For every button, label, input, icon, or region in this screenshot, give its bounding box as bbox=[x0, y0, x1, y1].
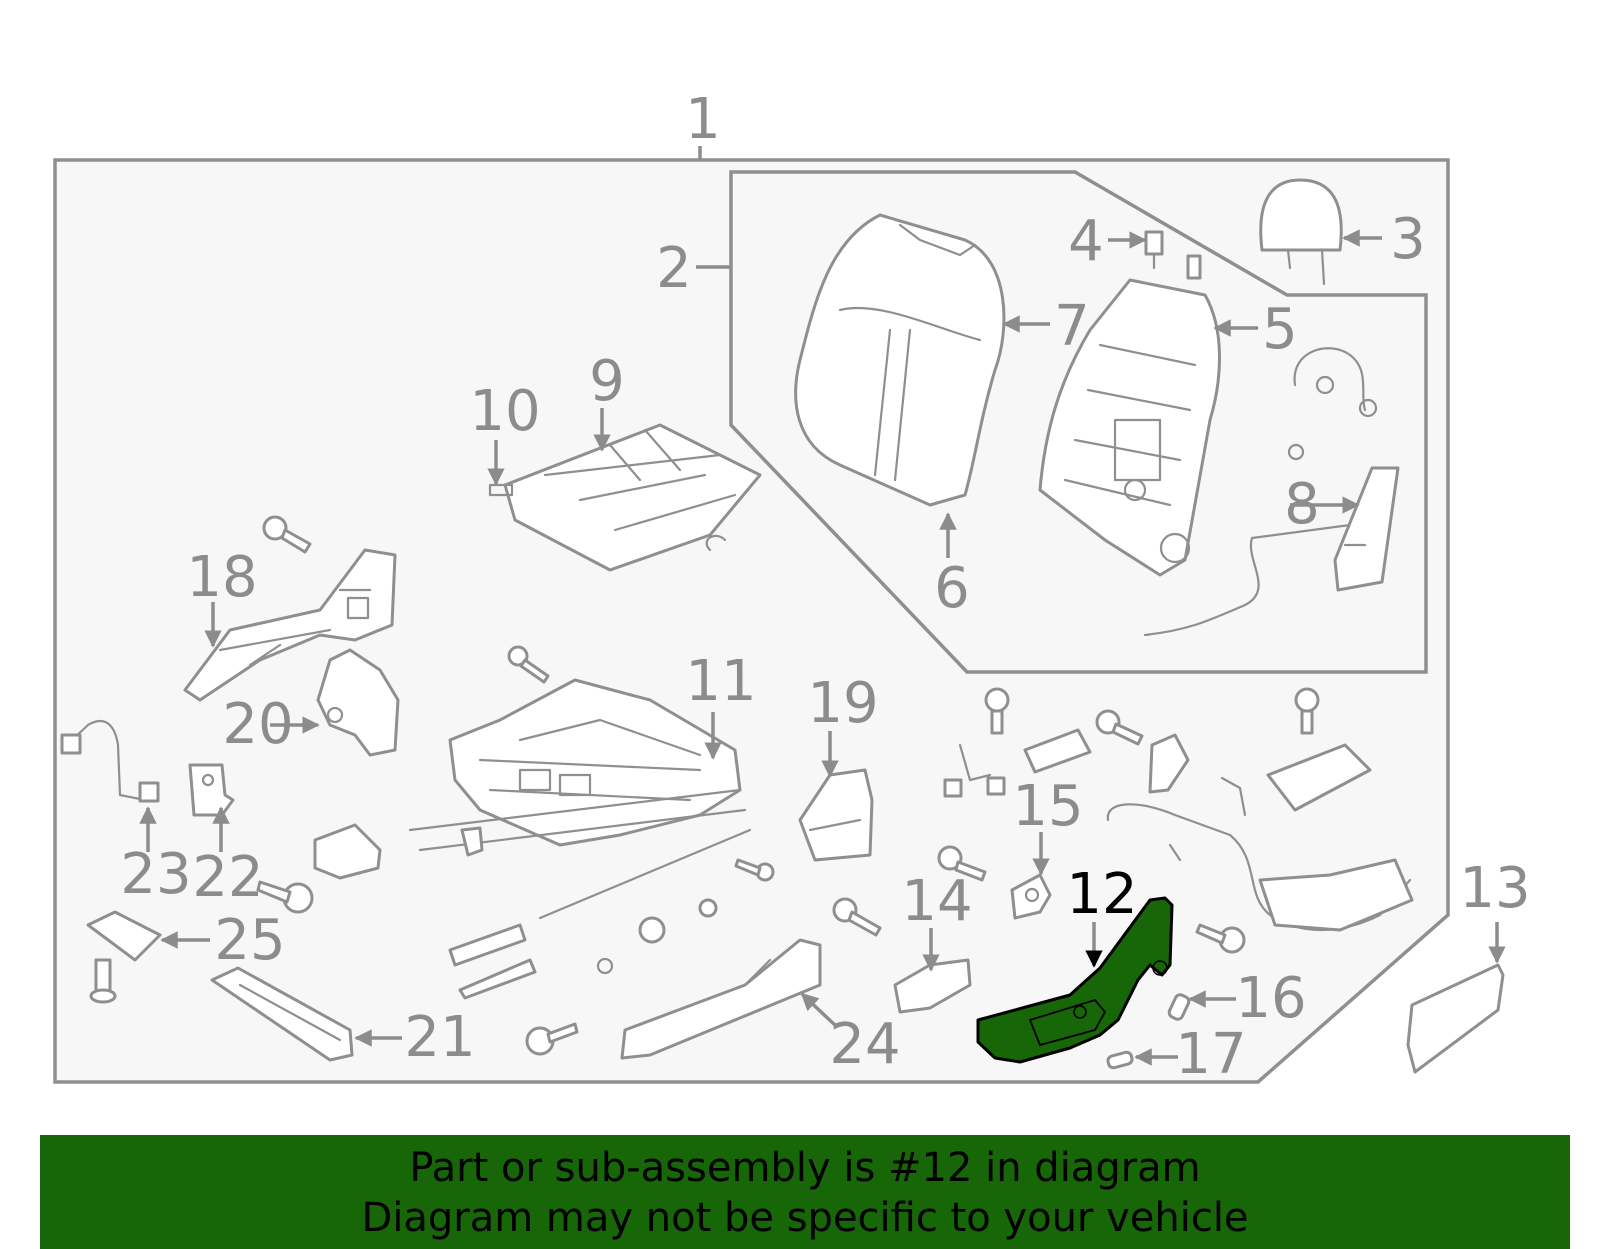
callout-2: 2 bbox=[656, 236, 692, 301]
bolt-part[interactable] bbox=[832, 897, 882, 937]
callout-4: 4 bbox=[1068, 209, 1104, 274]
bolt-part[interactable] bbox=[937, 845, 987, 882]
bolt-part[interactable] bbox=[525, 1022, 579, 1056]
callout-labels: 1 2 3 4 5 6 7 8 9 10 11 12 13 14 15 16 1… bbox=[120, 87, 1530, 1087]
headrest-part[interactable] bbox=[1259, 178, 1343, 286]
switch-part[interactable] bbox=[1010, 873, 1052, 920]
parts-diagram: 1 2 3 4 5 6 7 8 9 10 11 12 13 14 15 16 1… bbox=[53, 87, 1531, 1087]
module-part[interactable] bbox=[86, 910, 162, 962]
bolt-part[interactable] bbox=[256, 880, 314, 914]
callout-23: 23 bbox=[120, 842, 191, 907]
callout-20: 20 bbox=[222, 692, 293, 757]
rail-cover-part[interactable] bbox=[210, 966, 354, 1062]
harness-part[interactable] bbox=[1143, 347, 1378, 637]
cover-part[interactable] bbox=[1023, 728, 1092, 774]
bolt-part[interactable] bbox=[89, 958, 117, 1004]
bushing-part[interactable] bbox=[460, 826, 484, 857]
callout-3: 3 bbox=[1390, 207, 1426, 272]
callout-12: 12 bbox=[1066, 862, 1137, 927]
callout-17: 17 bbox=[1175, 1022, 1246, 1087]
banner-line-disclaimer: Diagram may not be specific to your vehi… bbox=[361, 1195, 1249, 1241]
harness-connector-part[interactable] bbox=[60, 720, 160, 803]
callout-1: 1 bbox=[685, 87, 721, 152]
callout-25: 25 bbox=[214, 908, 285, 973]
callout-7: 7 bbox=[1054, 294, 1090, 359]
bolt-part[interactable] bbox=[984, 687, 1010, 735]
side-cover-part[interactable] bbox=[1406, 963, 1505, 1074]
clip-part[interactable] bbox=[1106, 993, 1191, 1070]
callout-21: 21 bbox=[404, 1005, 475, 1070]
callout-13: 13 bbox=[1459, 856, 1530, 921]
callout-22: 22 bbox=[192, 845, 263, 910]
side-airbag-part[interactable] bbox=[1333, 466, 1400, 592]
callout-6: 6 bbox=[934, 556, 970, 621]
side-shield-part[interactable] bbox=[183, 548, 397, 702]
callout-14: 14 bbox=[901, 869, 972, 934]
clip-part[interactable] bbox=[1144, 230, 1202, 280]
cover-part[interactable] bbox=[313, 823, 382, 880]
leader-lines bbox=[139, 229, 1506, 1066]
bracket-part[interactable] bbox=[316, 648, 400, 757]
bolt-part[interactable] bbox=[262, 515, 312, 554]
banner-line-part-number: Part or sub-assembly is #12 in diagram bbox=[409, 1145, 1201, 1191]
bolt-part[interactable] bbox=[1294, 687, 1320, 735]
callout-19: 19 bbox=[807, 671, 878, 736]
bracket-part[interactable] bbox=[1148, 733, 1190, 794]
bolt-part[interactable] bbox=[734, 858, 775, 882]
callout-15: 15 bbox=[1012, 774, 1083, 839]
bracket-part[interactable] bbox=[188, 763, 235, 817]
callout-18: 18 bbox=[186, 545, 257, 610]
rail-cover-part[interactable] bbox=[620, 938, 822, 1060]
callout-8: 8 bbox=[1284, 472, 1320, 537]
bracket-part[interactable] bbox=[943, 743, 1006, 798]
callout-9: 9 bbox=[589, 349, 625, 414]
bolt-part[interactable] bbox=[507, 645, 550, 684]
seat-cushion-part[interactable] bbox=[488, 423, 762, 572]
bracket-part[interactable] bbox=[1220, 743, 1372, 817]
callout-24: 24 bbox=[829, 1012, 900, 1077]
clip-part[interactable] bbox=[596, 898, 718, 975]
callout-10: 10 bbox=[469, 379, 540, 444]
info-banner: Part or sub-assembly is #12 in diagram D… bbox=[40, 1135, 1570, 1249]
callout-16: 16 bbox=[1235, 966, 1306, 1031]
callout-11: 11 bbox=[685, 649, 756, 714]
cushion-frame-part[interactable] bbox=[408, 678, 752, 920]
rail-cover-part[interactable] bbox=[448, 923, 537, 1000]
switch-cover-part-12[interactable] bbox=[976, 896, 1174, 1064]
callout-5: 5 bbox=[1262, 297, 1298, 362]
bolt-part[interactable] bbox=[1095, 709, 1144, 746]
bolt-part[interactable] bbox=[1195, 923, 1246, 954]
harness-bracket-part[interactable] bbox=[1106, 803, 1414, 932]
